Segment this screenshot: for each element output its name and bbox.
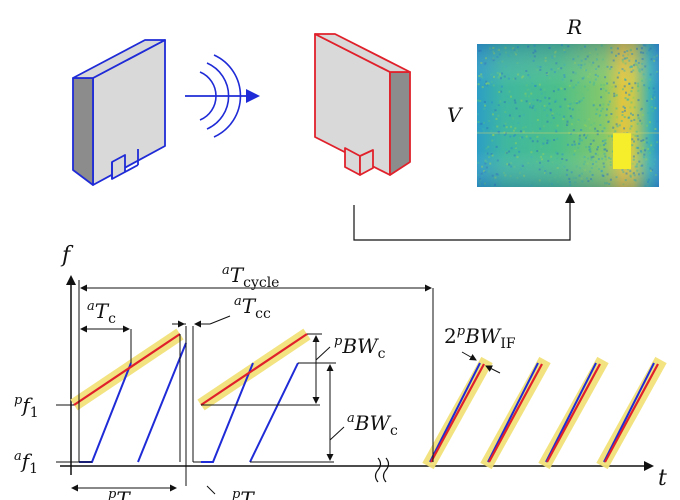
range-doppler-map bbox=[477, 44, 659, 187]
receiver-side-face bbox=[389, 71, 411, 176]
transmitter-device bbox=[72, 39, 166, 186]
velocity-axis-label: V bbox=[447, 103, 464, 127]
processing-arrow bbox=[353, 193, 575, 241]
label-bottom-right-t: pT bbox=[232, 487, 255, 500]
frequency-axis-label: f bbox=[60, 243, 74, 268]
label-t-c: aTc bbox=[87, 299, 116, 327]
label-bottom-left-t: pT bbox=[108, 487, 131, 500]
transmitter-side-face bbox=[72, 77, 94, 186]
time-axis-label: t bbox=[658, 466, 667, 491]
axis-break bbox=[374, 457, 390, 483]
label-t-cc: aTcc bbox=[234, 294, 271, 322]
target-peak bbox=[613, 133, 631, 169]
label-t-cycle: aTcycle bbox=[222, 263, 279, 291]
label-bw-c-p: pBWc bbox=[334, 334, 386, 362]
transmitter-top-face bbox=[72, 39, 166, 79]
label-bw-if: 2pBWIF bbox=[444, 324, 516, 352]
label-p-f1: pf1 bbox=[14, 393, 39, 421]
reference-lines bbox=[56, 280, 434, 486]
receiver-top-face bbox=[314, 33, 411, 73]
aggressor-chirps bbox=[79, 342, 655, 463]
range-axis-label: R bbox=[566, 15, 582, 39]
label-bw-c-a: aBWc bbox=[347, 411, 398, 439]
receiver-device bbox=[314, 33, 411, 176]
dimension-arrows bbox=[71, 284, 501, 495]
label-a-f1: af1 bbox=[14, 449, 38, 477]
victim-chirps bbox=[73, 333, 659, 463]
